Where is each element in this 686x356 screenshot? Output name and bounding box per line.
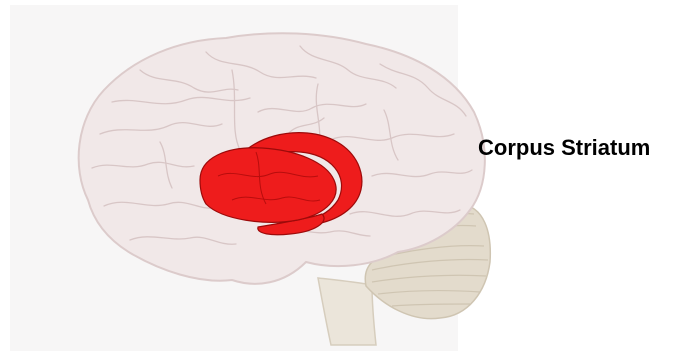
structure-label: Corpus Striatum: [478, 135, 650, 161]
